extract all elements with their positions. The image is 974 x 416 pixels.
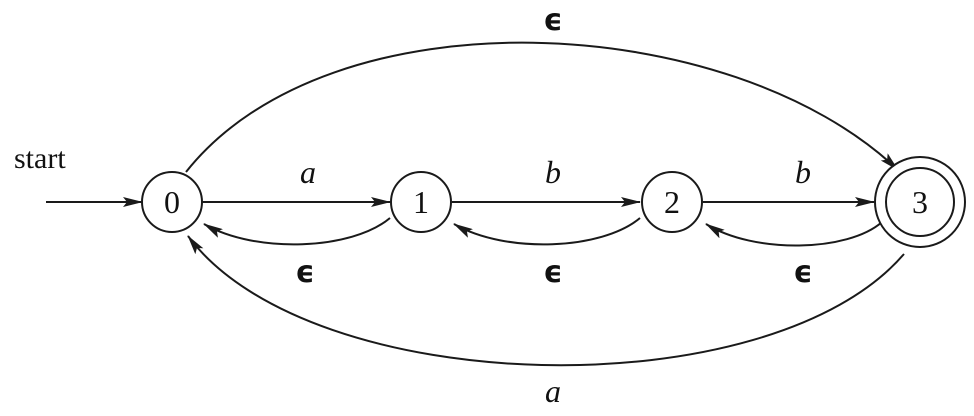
state-1-label: 1 (413, 184, 429, 220)
state-2: 2 (641, 171, 703, 233)
state-0-circle (141, 171, 203, 233)
state-1: 1 (390, 171, 452, 233)
start-label: start (14, 142, 66, 175)
edge-3-2-epsilon (705, 221, 883, 247)
edge-2-1-epsilon (453, 217, 641, 246)
state-0-label: 0 (164, 184, 180, 220)
state-3-inner-circle (885, 167, 955, 237)
edge-1-0-label: ϵ (295, 255, 314, 290)
edge-3-0-a (187, 235, 905, 367)
edge-0-3-label: ϵ (543, 3, 562, 38)
edge-0-1-label: a (300, 154, 316, 190)
edge-0-3-epsilon (185, 41, 899, 173)
edge-2-3-label: b (795, 154, 811, 190)
edge-2-1-label: ϵ (543, 255, 562, 290)
state-3: 3 (874, 156, 966, 248)
state-0: 0 (141, 171, 203, 233)
edge-1-2-label: b (545, 154, 561, 190)
state-1-circle (390, 171, 452, 233)
state-2-label: 2 (664, 184, 680, 220)
state-3-label: 3 (912, 184, 928, 220)
edge-3-2-label: ϵ (793, 255, 812, 290)
edge-3-0-label: a (545, 373, 561, 409)
state-2-circle (641, 171, 703, 233)
edge-1-0-epsilon (203, 217, 391, 246)
